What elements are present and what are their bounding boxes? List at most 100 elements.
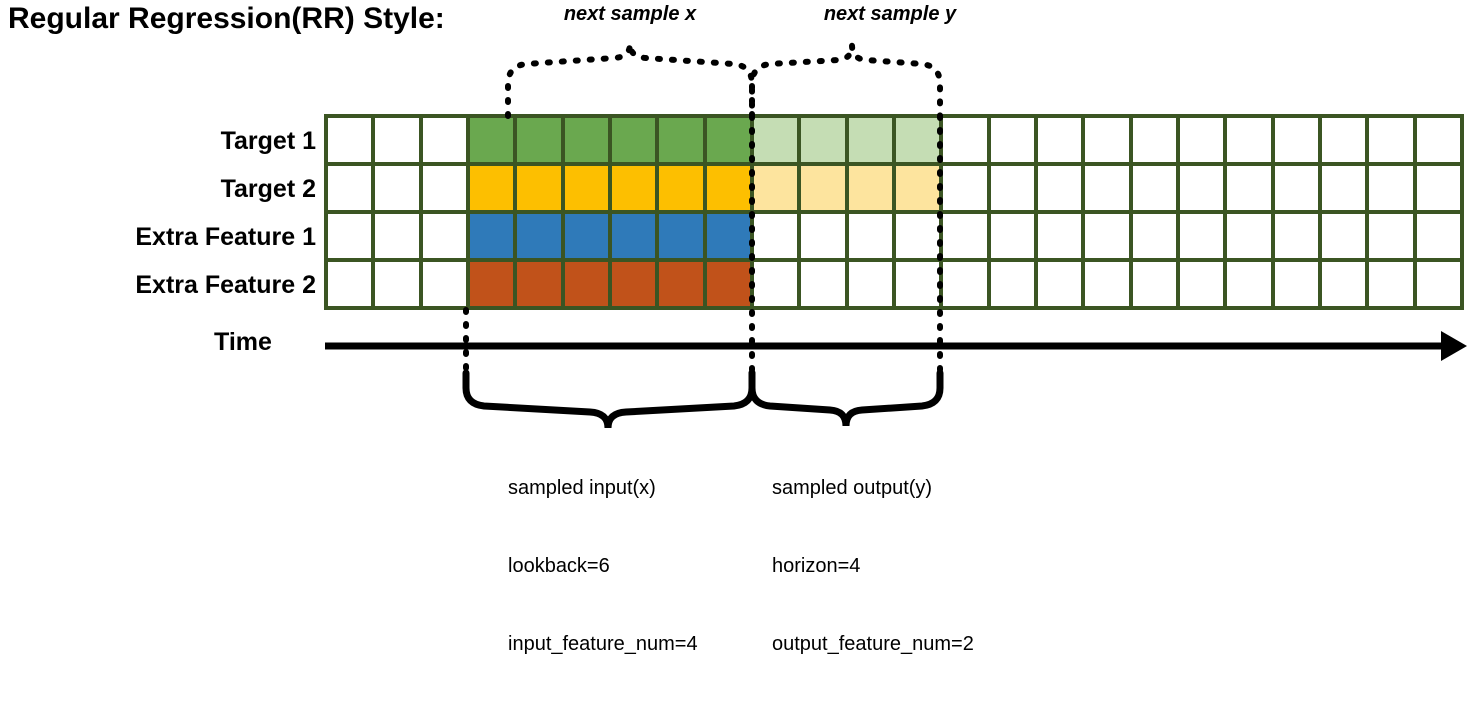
grid-cell-extra-feature-1-t11 (848, 214, 892, 258)
grid-cell-target-2-t4 (517, 166, 561, 210)
caption-sampled-output: sampled output(y) horizon=4 output_featu… (772, 423, 974, 709)
grid-cell-extra-feature-2-t6 (611, 262, 656, 306)
grid-cell-extra-feature-1-t18 (1179, 214, 1224, 258)
time-axis-arrowhead (1441, 331, 1467, 361)
grid-cell-extra-feature-1-t1 (375, 214, 419, 258)
grid-cell-target-2-t3 (469, 166, 514, 210)
grid-cell-target-2-t5 (564, 166, 608, 210)
grid-cell-extra-feature-1-t5 (564, 214, 608, 258)
grid-cell-extra-feature-2-t8 (706, 262, 750, 306)
grid-cell-extra-feature-2-t23 (1416, 262, 1460, 306)
grid-cell-extra-feature-2-t11 (848, 262, 892, 306)
grid-cell-extra-feature-1-t14 (990, 214, 1034, 258)
grid-cell-target-2-t10 (801, 166, 845, 210)
grid-cell-target-2-t15 (1037, 166, 1082, 210)
grid-cell-target-1-t4 (517, 118, 561, 162)
grid-cell-target-2-t8 (706, 166, 750, 210)
grid-cell-target-1-t11 (848, 118, 892, 162)
caption-input-line3: input_feature_num=4 (508, 633, 698, 655)
grid-cell-extra-feature-1-t2 (422, 214, 466, 258)
grid-cell-target-1-t19 (1227, 118, 1271, 162)
grid-cell-extra-feature-1-t13 (943, 214, 987, 258)
grid-cell-extra-feature-2-t0 (328, 262, 372, 306)
grid-cell-target-2-t14 (990, 166, 1034, 210)
grid-cell-extra-feature-2-t14 (990, 262, 1034, 306)
grid-cell-extra-feature-1-t22 (1369, 214, 1413, 258)
grid-cell-target-1-t17 (1132, 118, 1176, 162)
grid-cell-extra-feature-2-t12 (895, 262, 940, 306)
grid-cell-extra-feature-2-t18 (1179, 262, 1224, 306)
grid-cell-extra-feature-1-t19 (1227, 214, 1271, 258)
caption-output-line3: output_feature_num=2 (772, 633, 974, 655)
grid-cell-target-2-t6 (611, 166, 656, 210)
grid-cell-extra-feature-2-t1 (375, 262, 419, 306)
grid-cell-target-1-t9 (753, 118, 798, 162)
time-axis-label: Time (214, 328, 272, 356)
grid-cell-target-1-t18 (1179, 118, 1224, 162)
row-label-target-1: Target 1 (220, 127, 316, 155)
top-brace-output (749, 44, 943, 119)
grid-cell-extra-feature-1-t10 (801, 214, 845, 258)
row-label-extra-feature-2: Extra Feature 2 (135, 271, 316, 299)
bottom-brace-output (748, 369, 944, 427)
grid-cell-extra-feature-1-t21 (1321, 214, 1366, 258)
bottom-brace-input (462, 369, 756, 429)
caption-input-line1: sampled input(x) (508, 477, 656, 499)
grid-cell-target-2-t23 (1416, 166, 1460, 210)
grid-cell-target-2-t18 (1179, 166, 1224, 210)
next-sample-x-label: next sample x (563, 3, 697, 25)
grid-cell-extra-feature-1-t23 (1416, 214, 1460, 258)
grid-cell-extra-feature-1-t0 (328, 214, 372, 258)
grid-cell-target-2-t21 (1321, 166, 1366, 210)
grid-cell-extra-feature-2-t20 (1274, 262, 1318, 306)
grid-cell-extra-feature-2-t3 (469, 262, 514, 306)
grid-cell-target-2-t11 (848, 166, 892, 210)
caption-input-line2: lookback=6 (508, 555, 610, 577)
caption-output-line2: horizon=4 (772, 555, 861, 577)
grid-cell-target-2-t1 (375, 166, 419, 210)
grid-cell-target-2-t13 (943, 166, 987, 210)
row-label-target-2: Target 2 (220, 175, 316, 203)
top-brace-input (505, 43, 755, 119)
grid-cell-target-1-t15 (1037, 118, 1082, 162)
grid-cell-extra-feature-1-t6 (611, 214, 656, 258)
grid-cell-target-2-t16 (1085, 166, 1129, 210)
grid-cell-target-1-t0 (328, 118, 372, 162)
grid-cell-extra-feature-2-t17 (1132, 262, 1176, 306)
grid-cell-target-1-t14 (990, 118, 1034, 162)
grid-cell-extra-feature-1-t17 (1132, 214, 1176, 258)
grid-cell-extra-feature-1-t8 (706, 214, 750, 258)
caption-sampled-input: sampled input(x) lookback=6 input_featur… (508, 423, 698, 709)
grid-cell-extra-feature-2-t16 (1085, 262, 1129, 306)
grid-cell-extra-feature-2-t13 (943, 262, 987, 306)
row-label-extra-feature-1: Extra Feature 1 (135, 223, 316, 251)
grid-cell-extra-feature-2-t10 (801, 262, 845, 306)
grid-cell-target-1-t10 (801, 118, 845, 162)
grid-cell-target-1-t20 (1274, 118, 1318, 162)
grid-cell-extra-feature-1-t9 (753, 214, 798, 258)
grid-cell-target-1-t5 (564, 118, 608, 162)
grid-cell-target-1-t23 (1416, 118, 1460, 162)
grid-cell-target-1-t21 (1321, 118, 1366, 162)
caption-output-line1: sampled output(y) (772, 477, 933, 499)
timeline-grid (324, 114, 1464, 310)
grid-cell-extra-feature-2-t5 (564, 262, 608, 306)
grid-cell-extra-feature-1-t12 (895, 214, 940, 258)
grid-cell-extra-feature-2-t9 (753, 262, 798, 306)
grid-cell-extra-feature-1-t7 (659, 214, 703, 258)
next-sample-y-label: next sample y (823, 3, 957, 25)
grid-cell-target-2-t20 (1274, 166, 1318, 210)
grid-cell-extra-feature-1-t15 (1037, 214, 1082, 258)
page-title: Regular Regression(RR) Style: (8, 2, 445, 35)
grid-cell-extra-feature-2-t4 (517, 262, 561, 306)
grid-cell-target-2-t12 (895, 166, 940, 210)
grid-cell-target-2-t9 (753, 166, 798, 210)
grid-cell-target-1-t3 (469, 118, 514, 162)
grid-cell-extra-feature-2-t15 (1037, 262, 1082, 306)
grid-cell-target-1-t13 (943, 118, 987, 162)
grid-cell-extra-feature-2-t22 (1369, 262, 1413, 306)
grid-cell-extra-feature-1-t4 (517, 214, 561, 258)
grid-cell-target-2-t22 (1369, 166, 1413, 210)
grid-cell-extra-feature-2-t7 (659, 262, 703, 306)
grid-cell-extra-feature-2-t19 (1227, 262, 1271, 306)
